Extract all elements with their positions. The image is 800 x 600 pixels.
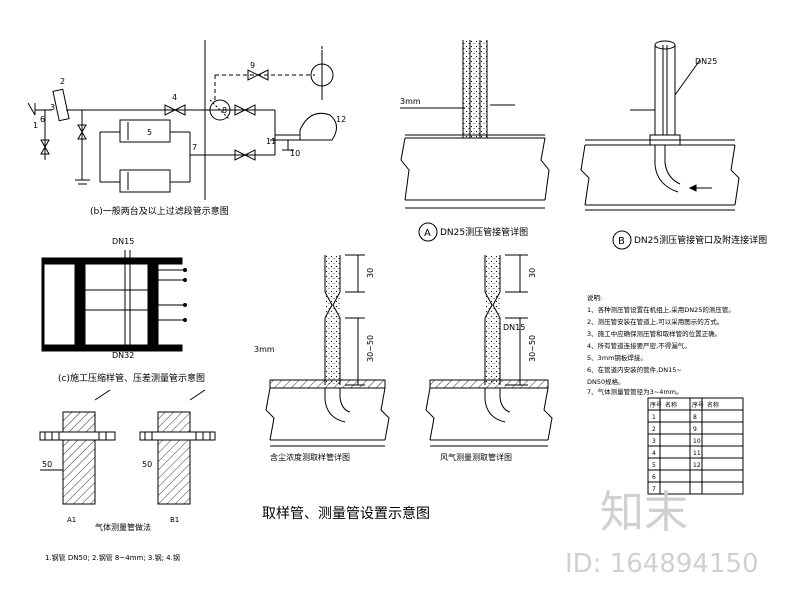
num-11: 11 (266, 137, 276, 146)
num-5: 5 (147, 128, 152, 137)
circle-b-label: B (618, 236, 625, 247)
dim-50-a: 50 (42, 460, 52, 469)
dim-30-b: 30 (528, 268, 537, 278)
legend-r2c3: 9 (693, 426, 697, 433)
legend-h2: 名称 (665, 401, 677, 409)
label-b1: B1 (170, 516, 179, 524)
legend-r1c3: 8 (693, 414, 697, 421)
note-5: 5、3mm钢板焊接。 (587, 353, 647, 362)
legend-r4c3: 11 (693, 450, 701, 457)
legend-r4: 4 (652, 450, 656, 457)
label-dn15-mid: DN15 (503, 323, 525, 332)
dim-50-b: 50 (142, 460, 152, 469)
num-8: 8 (222, 106, 227, 115)
legend-table-text: 序号 名称 序号 名称 1 8 2 9 3 10 4 11 5 12 6 7 (650, 401, 719, 493)
note-6: 6、在管道内安装的管件,DN15~ (587, 365, 682, 374)
label-3mm-1: 3mm (400, 97, 421, 106)
detail-c (41, 250, 187, 352)
num-6: 6 (40, 115, 45, 124)
note-2: 2、测压管安装在管道上,可以采用图示的方式。 (587, 317, 723, 326)
num-4: 4 (172, 93, 177, 102)
legend-r5c3: 12 (693, 462, 701, 469)
legend-h1: 序号 (650, 401, 662, 409)
num-10: 10 (290, 149, 300, 158)
label-3mm-2: 3mm (254, 345, 275, 354)
bottom-note: 1.钢管 DN50; 2.钢管 8~4mm; 3.钢; 4.钢 (45, 553, 180, 562)
circle-a-label: A (424, 228, 431, 239)
caption-gas: 气体测量管做法 (95, 522, 151, 532)
note-1: 1、各种测压管设置在机组上,采用DN25的测压管。 (587, 305, 735, 314)
note-8: 7、气体测量管管径为3~4mm。 (587, 387, 683, 396)
dim-30-50-a: 30~50 (366, 335, 375, 362)
legend-r3: 3 (652, 438, 656, 445)
num-12: 12 (336, 115, 346, 124)
caption-sample-left: 含尘浓度测取样管详图 (270, 452, 350, 462)
circle-a (418, 222, 438, 242)
watermark-logo: 知末 (600, 487, 688, 538)
num-7: 7 (192, 143, 197, 152)
schematic-b (27, 40, 337, 200)
sampling-left (265, 254, 390, 447)
legend-r5: 5 (652, 462, 656, 469)
gas-pipe-b1 (139, 389, 216, 505)
num-1: 1 (33, 121, 38, 130)
legend-r3c3: 10 (693, 438, 701, 445)
dim-30-50-b: 30~50 (528, 335, 537, 362)
note-4: 4、所有管道连接要严密,不得漏气。 (587, 341, 691, 350)
note-3: 3、施工中应确保测压管和取样管的位置正确。 (587, 329, 721, 338)
watermark-id: ID: 164894150 (565, 549, 759, 579)
caption-c: (c)施工压缩样管、压差测量管示意图 (58, 372, 205, 384)
legend-table (647, 397, 744, 495)
gas-pipe-a1 (39, 389, 116, 505)
note-7: DN50规格。 (587, 377, 625, 386)
legend-h3: 序号 (692, 401, 704, 409)
diagram-title: 取样管、测量管设置示意图 (262, 505, 430, 522)
sampling-right (425, 254, 553, 447)
num-3: 3 (50, 103, 55, 112)
notes-block: 说明: 1、各种测压管设置在机组上,采用DN25的测压管。 2、测压管安装在管道… (587, 293, 735, 396)
detail-b (580, 40, 740, 211)
detail-a (400, 40, 550, 209)
label-a1: A1 (67, 516, 76, 524)
legend-r1: 1 (652, 414, 656, 421)
caption-b: (b)一般两台及以上过滤段管示意图 (90, 205, 229, 217)
caption-b2: DN25测压管接管口及附连接详图 (634, 234, 767, 246)
caption-a: DN25测压管接管详图 (440, 226, 528, 238)
legend-r6: 6 (652, 474, 656, 481)
dim-30-a: 30 (366, 268, 375, 278)
label-dn15-top: DN15 (112, 237, 134, 246)
label-dn25: DN25 (695, 57, 717, 66)
label-dn32: DN32 (112, 351, 134, 360)
note-0: 说明: (587, 293, 602, 302)
caption-sample-right: 风气测量测取管详图 (440, 452, 512, 462)
legend-r7: 7 (652, 486, 656, 493)
num-9: 9 (250, 61, 255, 70)
circle-b (612, 230, 632, 250)
legend-r2: 2 (652, 426, 656, 433)
legend-h4: 名称 (707, 401, 719, 409)
num-2: 2 (60, 77, 65, 86)
